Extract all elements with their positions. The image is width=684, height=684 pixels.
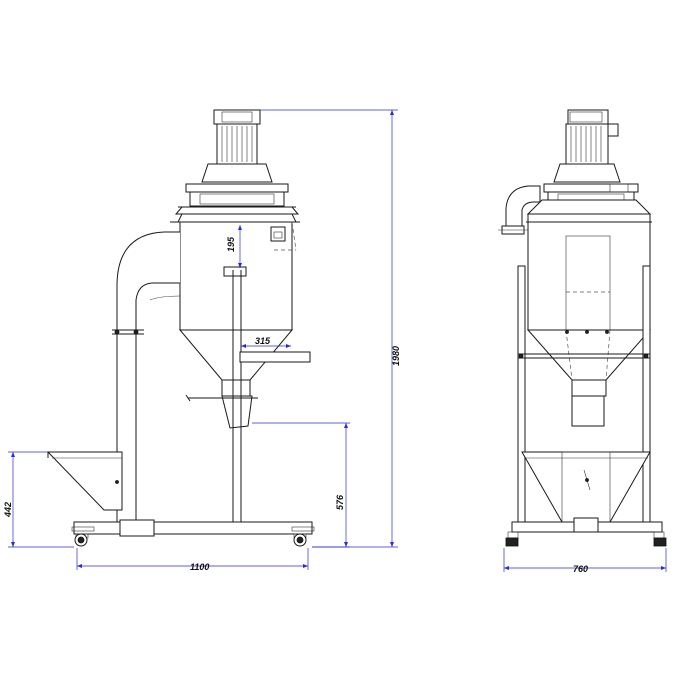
side-fan-housing — [170, 183, 300, 223]
dim-label-1980: 1980 — [391, 346, 401, 366]
dim-total-height: 1980 — [260, 109, 401, 548]
front-fan-housing — [526, 183, 652, 223]
front-inlet-elbow — [498, 185, 541, 235]
dim-base-width: 1100 — [76, 548, 309, 572]
side-motor — [201, 109, 273, 183]
dim-label-442: 442 — [3, 502, 13, 518]
dim-label-195: 195 — [226, 236, 236, 252]
front-cylinder — [526, 221, 652, 427]
dim-hopper-height: 442 — [3, 451, 74, 548]
side-outlet-arm — [239, 351, 311, 363]
dim-front-width: 760 — [503, 548, 667, 574]
front-caster-right — [653, 531, 667, 547]
front-view: 1980 760 — [260, 109, 667, 574]
side-hopper — [46, 451, 123, 511]
side-caster-right — [293, 533, 307, 547]
side-caster-left — [74, 533, 89, 547]
side-base-frame — [71, 519, 315, 537]
front-caster-left — [505, 531, 519, 547]
dim-label-315: 315 — [255, 336, 271, 346]
dim-label-760: 760 — [573, 564, 588, 574]
dim-label-1100: 1100 — [190, 562, 209, 572]
front-motor — [553, 109, 621, 183]
side-center-post — [232, 270, 242, 522]
front-hopper — [521, 451, 651, 523]
side-view: 195 315 576 442 — [3, 109, 350, 572]
dim-label-576: 576 — [335, 494, 345, 510]
side-inlet-pipe — [112, 231, 181, 529]
dim-outlet-arm: 315 — [241, 336, 291, 348]
side-cyclone-body — [178, 221, 297, 429]
dim-inlet-offset: 195 — [226, 225, 242, 268]
front-base — [511, 517, 663, 533]
